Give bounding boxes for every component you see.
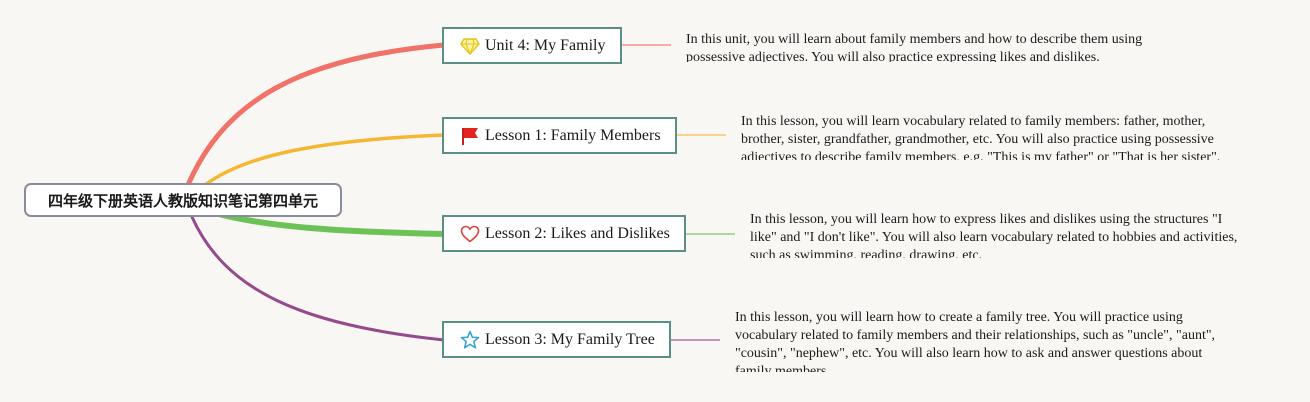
topic-label: Lesson 3: My Family Tree [485,330,655,348]
note-lesson-3: In this lesson, you will learn how to cr… [735,310,1216,372]
note-lesson-1: In this lesson, you will learn vocabular… [741,114,1221,160]
branch-line-lesson-2 [212,210,447,237]
branch-line-unit-4 [185,42,447,188]
star-icon [460,330,480,350]
branch-line-lesson-1 [203,133,446,187]
root-topic-label: 四年级下册英语人教版知识笔记第四单元 [47,191,318,210]
red-flag-icon [460,126,480,146]
note-unit-4: In this unit, you will learn about famil… [686,32,1143,62]
root-topic[interactable]: 四年级下册英语人教版知识笔记第四单元 [24,183,342,217]
diamond-icon [460,36,480,56]
topic-lesson-1-family-members[interactable]: Lesson 1: Family Members [442,117,677,154]
topic-label: Lesson 1: Family Members [485,126,661,144]
branch-line-lesson-3 [190,215,446,342]
heart-icon [460,224,480,244]
note-lesson-2: In this lesson, you will learn how to ex… [750,212,1238,258]
topic-unit-4-my-family[interactable]: Unit 4: My Family [442,27,622,64]
topic-label: Lesson 2: Likes and Dislikes [485,224,670,242]
topic-lesson-2-likes-and-dislikes[interactable]: Lesson 2: Likes and Dislikes [442,215,686,252]
topic-label: Unit 4: My Family [485,36,606,54]
topic-lesson-3-my-family-tree[interactable]: Lesson 3: My Family Tree [442,321,671,358]
